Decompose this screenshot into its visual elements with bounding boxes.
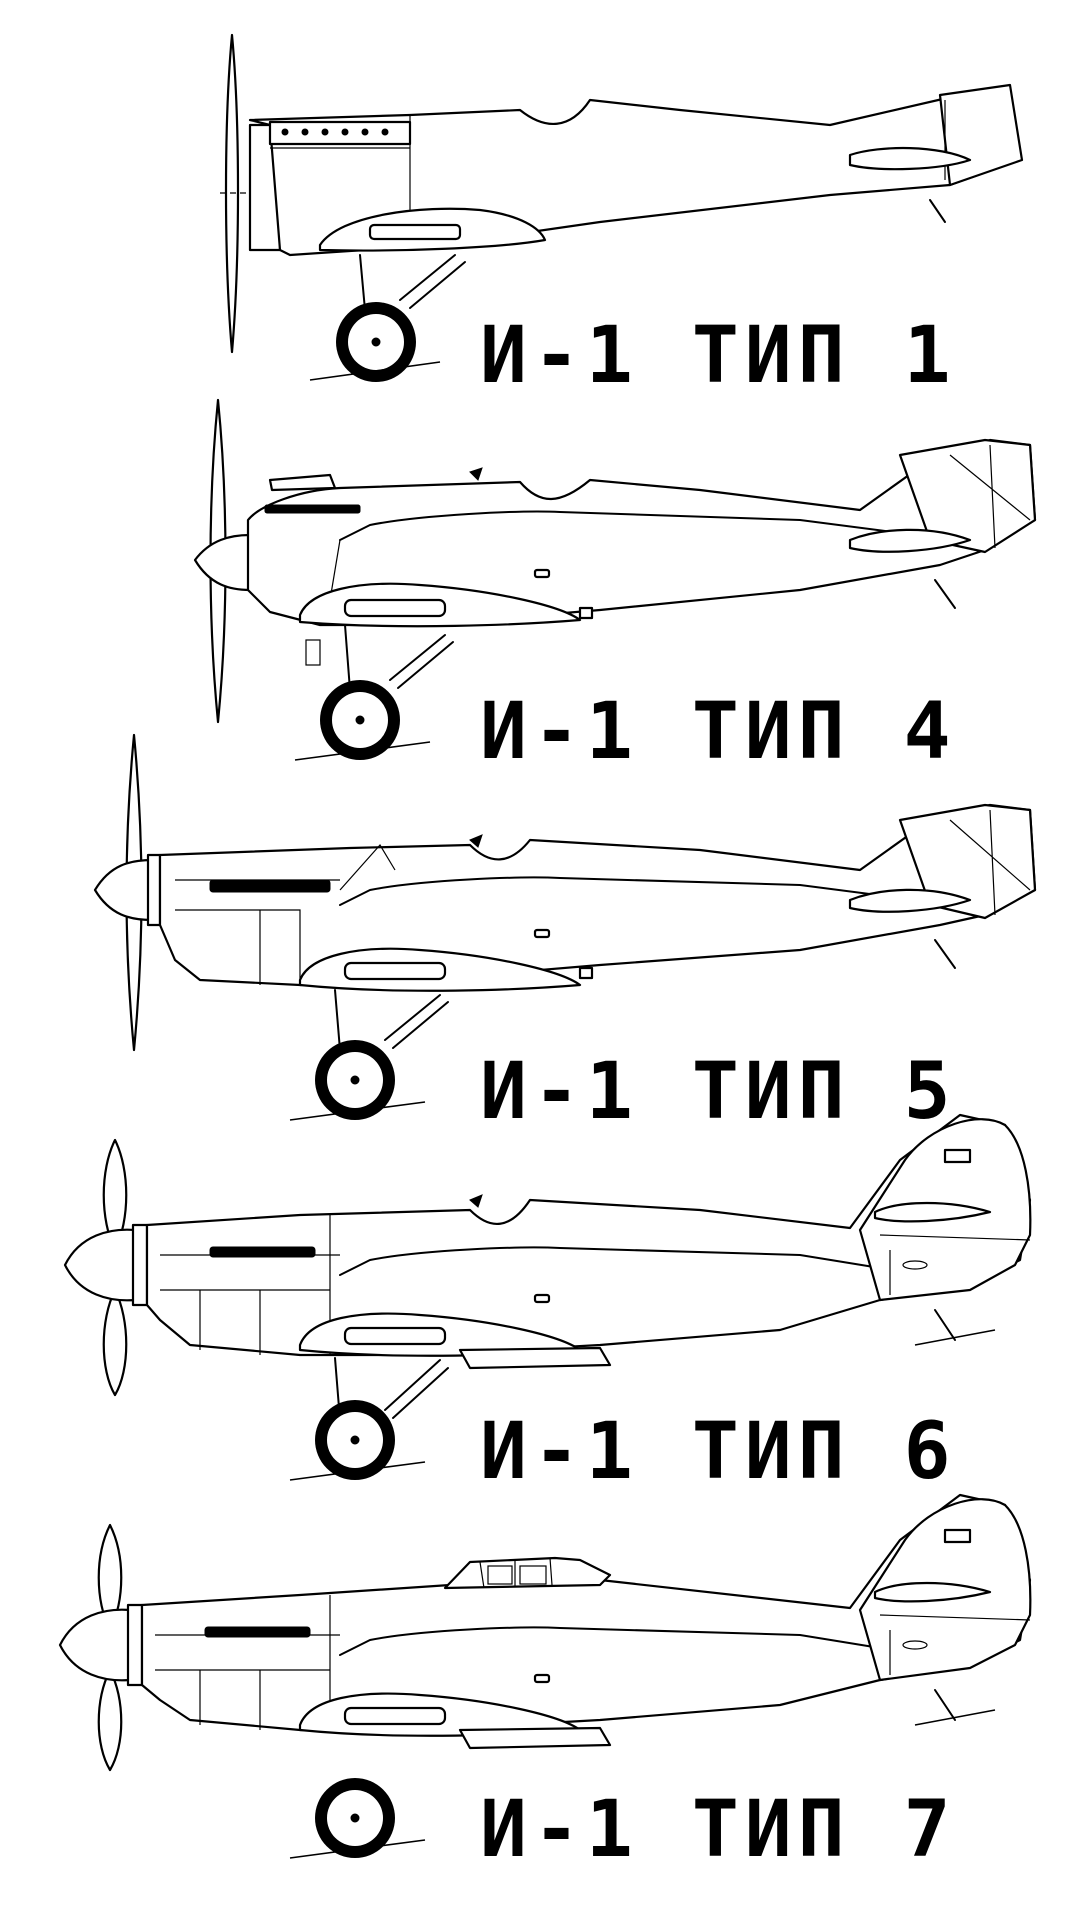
- variant-label-type5: И-1 ТИП 5: [480, 1047, 957, 1137]
- variant-label-type1: И-1 ТИП 1: [480, 311, 957, 401]
- wheel-type7: [315, 1778, 395, 1858]
- vents-type5: [209, 879, 331, 893]
- variant-type7: И-1 ТИП 7: [58, 1493, 1032, 1875]
- variant-type1: И-1 ТИП 1: [220, 33, 1024, 401]
- vents-type7: [204, 1626, 311, 1638]
- aircraft-profile-type7: [58, 1493, 1032, 1859]
- aircraft-profile-type6: [63, 1113, 1032, 1481]
- aircraft-profile-type4: [193, 398, 1037, 761]
- variant-label-type7: И-1 ТИП 7: [480, 1785, 957, 1875]
- variant-type4: И-1 ТИП 4: [193, 398, 1037, 777]
- louvres-type1: [281, 128, 389, 136]
- variant-label-type4: И-1 ТИП 4: [480, 687, 957, 777]
- aircraft-profile-type1: [220, 33, 1024, 382]
- variant-type6: И-1 ТИП 6: [63, 1113, 1032, 1497]
- aircraft-profile-type5: [93, 733, 1037, 1121]
- vents-type6: [209, 1246, 316, 1258]
- canopy-type7: [443, 1556, 612, 1590]
- wheel-type5: [315, 1040, 395, 1120]
- wheel-type6: [315, 1400, 395, 1480]
- vents-type4: [264, 504, 361, 514]
- wheel-type1: [336, 302, 416, 382]
- variant-label-type6: И-1 ТИП 6: [480, 1407, 957, 1497]
- wheel-type4: [320, 680, 400, 760]
- variant-type5: И-1 ТИП 5: [93, 733, 1037, 1137]
